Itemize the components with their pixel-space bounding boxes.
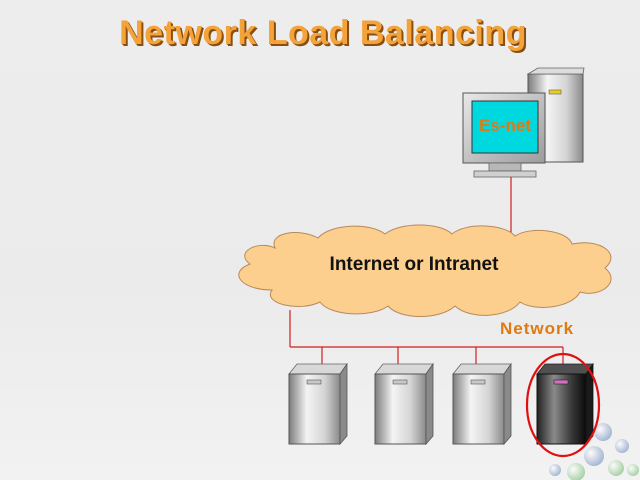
monitor-screen bbox=[471, 100, 539, 154]
internet-cloud: Internet or Intranet bbox=[238, 224, 612, 317]
slide-title: Network Load Balancing bbox=[119, 14, 527, 52]
failed-server-highlight-ring bbox=[525, 352, 601, 458]
server-network-bus bbox=[289, 310, 564, 366]
client-computer: Es-net bbox=[462, 67, 585, 178]
server-1 bbox=[288, 362, 348, 446]
cloud-label: Internet or Intranet bbox=[330, 254, 500, 275]
client-label: Es-net bbox=[479, 116, 531, 135]
server-4-failed bbox=[536, 362, 594, 446]
server-3 bbox=[452, 362, 512, 446]
decorative-bubbles bbox=[549, 423, 639, 480]
network-label: Network bbox=[500, 319, 574, 338]
server-2 bbox=[374, 362, 434, 446]
